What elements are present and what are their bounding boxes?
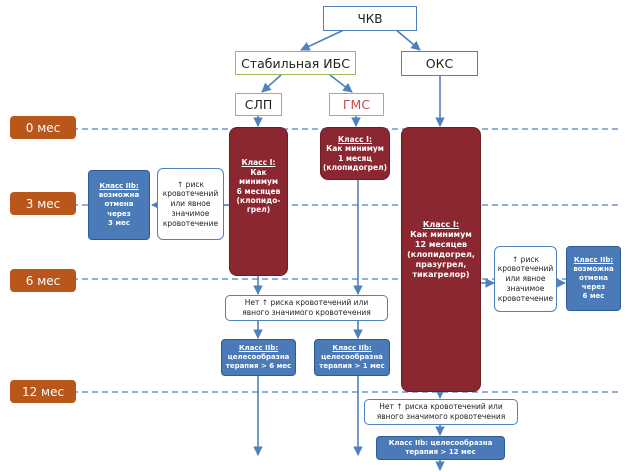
arrow-stable-to-des (261, 74, 282, 93)
class-1m-title: Класс IIb: (332, 343, 372, 352)
arrow-pci-to-acs (394, 28, 421, 51)
left-class-line-2: отмена (104, 200, 134, 209)
des-duration-box: Класс I: Как минимум 6 месяцев (клопидо-… (229, 127, 288, 276)
no-risk-mid-line-0: Нет ↑ риска кровотечений или (244, 298, 369, 308)
left-class-iib-box: Класс IIb: возможна отмена через 3 мес (88, 170, 150, 240)
bms-duration-class: Класс I: (338, 134, 372, 144)
class-1m-line-2: терапия > 1 мес (319, 362, 385, 371)
acs-duration-class: Класс I: (422, 219, 460, 229)
left-class-title: Класс IIb: (99, 182, 139, 191)
left-bleeding-risk-box: ↑ риск кровотечений или явное значимое к… (157, 168, 224, 240)
timeline-label-6: 6 мес (10, 269, 76, 292)
right-class-line-2: отмена (579, 273, 608, 282)
acs-duration-line-3: (клопидогрел, (407, 249, 475, 259)
class-6m-title: Класс IIb: (238, 343, 279, 352)
right-bleeding-risk-box: ↑ риск кровотечений или явное значимое к… (494, 246, 557, 312)
right-risk-line-0: ↑ риск (512, 254, 539, 264)
pci-box: ЧКВ (323, 6, 417, 31)
des-duration-line-4: (клопидо- (236, 195, 281, 205)
no-risk-bottom-line-1: явного значимого кровотечения (376, 412, 506, 421)
right-risk-line-4: кровотечение (497, 293, 554, 303)
acs-duration-line-4: празугрел, (415, 259, 467, 269)
left-risk-line-4: кровотечение (162, 218, 219, 228)
class-iib-12m-box: Класс IIb: целесообразна терапия > 12 ме… (376, 436, 505, 460)
no-risk-bottom-box: Нет ↑ риска кровотечений или явного знач… (364, 399, 518, 425)
right-risk-line-3: значимое (506, 283, 545, 293)
acs-box: ОКС (401, 51, 478, 76)
class-iib-1m-box: Класс IIb: целесообразна терапия > 1 мес (314, 339, 390, 376)
des-duration-line-2: минимум (239, 177, 278, 187)
timeline-label-12: 12 мес (10, 380, 76, 403)
right-class-title: Класс IIb: (573, 255, 614, 264)
des-duration-line-5: грел) (246, 205, 271, 215)
timeline-label-0: 0 мес (10, 116, 76, 139)
left-risk-line-3: значимое (171, 208, 210, 218)
timeline-label-3: 3 мес (10, 192, 76, 215)
left-risk-line-0: ↑ риск (177, 179, 204, 189)
class-1m-line-1: целесообразна (321, 352, 383, 361)
acs-duration-line-1: Как минимум (410, 229, 472, 239)
left-risk-line-1: кровотечений (162, 189, 219, 199)
des-duration-line-1: Как (250, 167, 267, 177)
acs-duration-line-5: тикагрелор) (412, 269, 470, 279)
no-risk-mid-box: Нет ↑ риска кровотечений или явного знач… (225, 295, 388, 321)
des-duration-line-3: 6 месяцев (236, 186, 281, 196)
left-risk-line-2: или явное (170, 199, 211, 209)
stable-cad-box: Стабильная ИБС (235, 51, 356, 75)
class-iib-6m-box: Класс IIb: целесообразна терапия > 6 мес (221, 339, 296, 376)
right-risk-line-2: или явное (505, 274, 546, 284)
arrow-stable-to-bms (329, 74, 353, 93)
left-class-line-1: возможна (98, 191, 140, 200)
left-class-line-3: через (107, 209, 131, 218)
right-class-line-3: через (581, 283, 606, 292)
bms-duration-line-1: Как минимум (326, 144, 384, 154)
acs-duration-box: Класс I: Как минимум 12 месяцев (клопидо… (401, 127, 481, 392)
bms-duration-line-3: (клопидогрел) (322, 162, 388, 172)
right-class-line-1: возможна (573, 264, 614, 273)
arrow-pci-to-stable (300, 28, 347, 51)
des-duration-class: Класс I: (241, 158, 276, 168)
bms-duration-line-2: 1 месяц (338, 153, 372, 163)
right-class-iib-box: Класс IIb: возможна отмена через 6 мес (566, 246, 621, 311)
bms-box: ГМС (329, 93, 384, 116)
right-risk-line-1: кровотечений (497, 264, 554, 274)
left-class-line-4: 3 мес (108, 218, 130, 227)
class-12m-line-1: терапия > 12 мес (405, 448, 476, 456)
no-risk-mid-line-1: явного значимого кровотечения (242, 308, 371, 317)
acs-duration-line-2: 12 месяцев (414, 239, 468, 249)
no-risk-bottom-line-0: Нет ↑ риска кровотечений или (379, 402, 503, 412)
class-12m-line-0: Класс IIb: целесообразна (388, 438, 493, 447)
bms-duration-box: Класс I: Как минимум 1 месяц (клопидогре… (320, 127, 390, 180)
class-6m-line-1: целесообразна (227, 352, 290, 361)
right-class-line-4: 6 мес (582, 292, 605, 301)
des-box: СЛП (235, 93, 282, 116)
class-6m-line-2: терапия > 6 мес (225, 362, 292, 371)
